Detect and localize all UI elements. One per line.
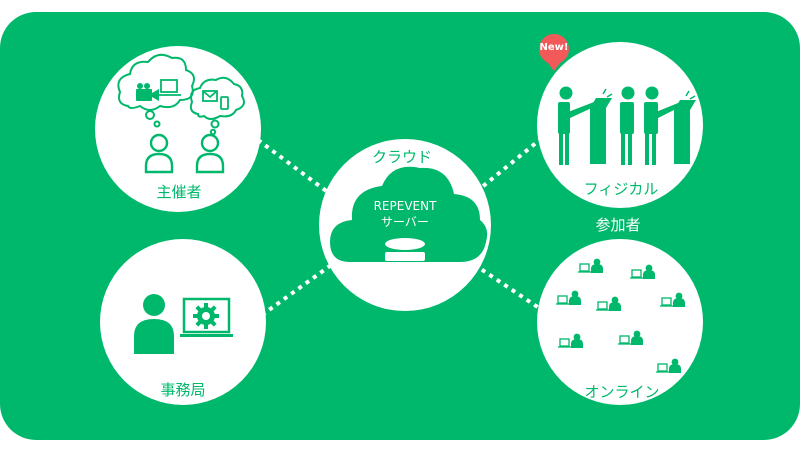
- new-badge: [539, 34, 569, 71]
- physical-label: フィジカル: [583, 180, 659, 198]
- laptop-user-icon: [578, 258, 603, 273]
- organizer-illustration: [117, 53, 245, 136]
- laptop-user-icon: [656, 358, 681, 373]
- server-name-line1: REPEVENT: [373, 199, 437, 213]
- laptop-user-icon: [618, 330, 643, 345]
- organizer-label: 主催者: [156, 183, 202, 201]
- office-label: 事務局: [160, 381, 206, 399]
- laptop-user-icon: [660, 292, 685, 307]
- person-icon: [144, 133, 174, 174]
- server-name-line2: サーバー: [381, 215, 429, 229]
- laptop-user-icon: [596, 296, 621, 311]
- thought-cloud-right: [189, 76, 245, 120]
- online-users-illustration: [556, 258, 685, 373]
- cloud-shape: [330, 166, 488, 262]
- cloud-label: クラウド: [371, 148, 433, 166]
- organizer-circle: [95, 46, 261, 212]
- gear-icon: [193, 303, 219, 329]
- kiosk-people-illustration: [558, 86, 696, 165]
- thought-cloud-left: [117, 53, 195, 111]
- laptop-user-icon: [558, 333, 583, 348]
- laptop-user-icon: [630, 264, 655, 279]
- online-label: オンライン: [584, 383, 660, 401]
- person-icon: [195, 133, 225, 174]
- laptop-user-icon: [556, 290, 581, 305]
- database-icon: [385, 238, 425, 283]
- phone-icon: [220, 96, 229, 110]
- mail-icon: [202, 90, 218, 102]
- participants-label: 参加者: [595, 216, 641, 234]
- monitor-icon: [180, 297, 233, 337]
- new-badge-label: New!: [539, 42, 569, 53]
- person-icon: [134, 294, 174, 354]
- video-camera-icon: [136, 83, 159, 101]
- laptop-icon: [157, 79, 181, 96]
